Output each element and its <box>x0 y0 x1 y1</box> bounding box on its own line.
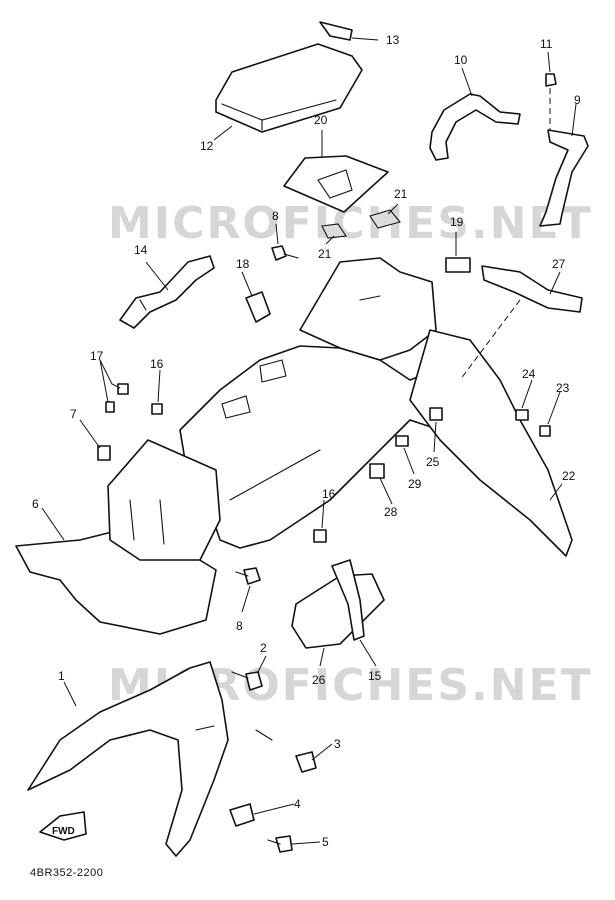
callout-14: 14 <box>134 243 148 257</box>
callout-26: 26 <box>312 673 326 687</box>
callout-4: 4 <box>294 797 301 811</box>
callout-24: 24 <box>522 367 536 381</box>
parts-2-3-4-5 <box>229 671 317 853</box>
callout-6: 6 <box>32 497 39 511</box>
leader-lines <box>41 37 577 845</box>
callout-10: 10 <box>454 53 468 67</box>
part-11-bolt <box>545 73 557 130</box>
part-19-block <box>445 257 471 273</box>
part-main-rear-fender <box>179 257 481 549</box>
fwd-arrow-icon: FWD <box>39 811 87 841</box>
callout-3: 3 <box>334 737 341 751</box>
callout-15: 15 <box>368 669 382 683</box>
callout-20: 20 <box>314 113 328 127</box>
parts-7-16-17 <box>97 383 327 543</box>
part-8-bolt-lower <box>235 567 261 585</box>
part-26-15 <box>291 559 385 649</box>
part-21-pads <box>321 209 401 239</box>
part-20-plate <box>283 155 389 213</box>
callout-12: 12 <box>200 139 214 153</box>
part-27-license-bracket <box>481 265 583 313</box>
callout-labels: 13 12 20 10 11 9 21 21 14 8 18 19 27 17 … <box>32 33 581 849</box>
callout-22: 22 <box>562 469 576 483</box>
callout-7: 7 <box>70 407 77 421</box>
part-12-seat-pad <box>215 43 363 133</box>
callout-21-b: 21 <box>318 247 332 261</box>
callout-5: 5 <box>322 835 329 849</box>
callout-18: 18 <box>236 257 250 271</box>
callout-8-upper: 8 <box>272 209 279 223</box>
diagram-code: 4BR352-2200 <box>30 867 103 879</box>
part-18-clip <box>245 291 271 323</box>
callout-23: 23 <box>556 381 570 395</box>
part-10-grab-handle <box>429 93 521 161</box>
callout-16-b: 16 <box>322 487 336 501</box>
callout-28: 28 <box>384 505 398 519</box>
callout-27: 27 <box>552 257 566 271</box>
callout-1: 1 <box>58 669 65 683</box>
small-fasteners <box>369 299 551 479</box>
part-8-bolt-upper <box>271 245 299 261</box>
part-6-lower-tray <box>15 439 221 635</box>
part-9-side-grab <box>539 129 589 227</box>
callout-19: 19 <box>450 215 464 229</box>
part-14-bracket <box>119 255 215 329</box>
callout-13: 13 <box>386 33 400 47</box>
callout-2: 2 <box>260 641 267 655</box>
callout-29: 29 <box>408 477 422 491</box>
callout-11: 11 <box>540 37 553 51</box>
callout-21-a: 21 <box>394 187 408 201</box>
callout-25: 25 <box>426 455 440 469</box>
fwd-label: FWD <box>52 826 75 837</box>
callout-9: 9 <box>574 93 581 107</box>
callout-8-lower: 8 <box>236 619 243 633</box>
callout-16-a: 16 <box>150 357 164 371</box>
part-13-bracket <box>319 21 353 41</box>
part-1-front-fender <box>27 661 273 857</box>
callout-17: 17 <box>90 349 104 363</box>
